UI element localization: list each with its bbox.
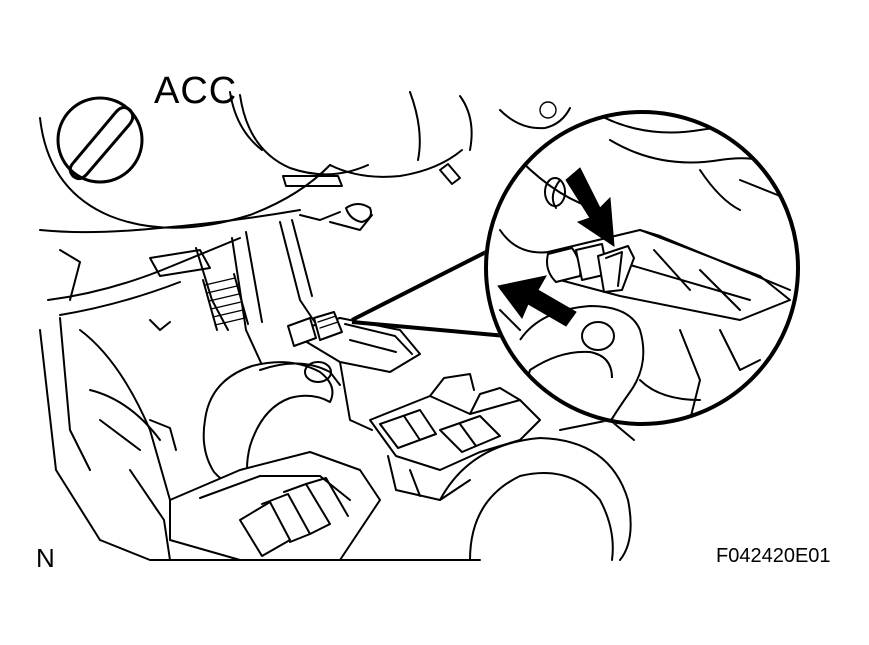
connector-main-view: [287, 311, 343, 347]
orientation-label: N: [36, 543, 55, 573]
arrow-icon: [565, 167, 615, 247]
magnified-inset: [484, 110, 800, 426]
callout-leader: [351, 248, 507, 338]
ignition-key-icon: [56, 96, 144, 184]
arrow-icon: [497, 275, 577, 327]
figure-code-label: F042420E01: [716, 545, 831, 567]
acc-position-label: ACC: [154, 70, 238, 112]
dashboard-outline: [39, 91, 635, 561]
